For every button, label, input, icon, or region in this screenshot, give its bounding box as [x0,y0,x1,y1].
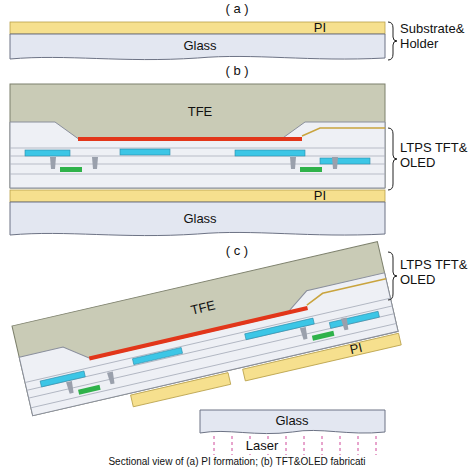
laser-label: Laser [243,439,282,454]
bracket-label: LTPS TFT& OLED [400,141,468,171]
layer-name: Glass [275,414,308,429]
glass-label: Glass [183,212,216,227]
layer-name: TFE [188,105,213,120]
bracket-label: LTPS TFT& OLED [400,258,468,288]
laser-beam [232,436,233,455]
laser-beam [358,436,359,455]
brace [388,252,397,300]
glass-holder [200,410,385,434]
pi-layer-label: PI [314,21,326,36]
brace [388,22,397,60]
layer-name: Glass [183,39,216,54]
panel-label: ( b ) [225,64,248,79]
layer-name: PI [314,21,326,36]
laser-beam [286,436,287,455]
tft-oled-stack [12,242,401,430]
layer-name: Glass [183,212,216,227]
laser-beam [304,436,305,455]
glass-label: Glass [275,414,308,429]
tft-oled-stack [10,84,385,202]
laser-beam [322,436,323,455]
glass-label: Glass [183,39,216,54]
pi-layer [10,190,385,202]
panel-label: ( a ) [225,2,248,17]
figure-caption: Sectional view of (a) PI formation; (b) … [108,456,365,468]
brace [388,128,397,190]
laser-beam [340,436,341,455]
pi-layer [243,333,402,381]
glass-holder [10,34,385,60]
pi-layer [10,22,385,34]
tfe-label: TFE [188,105,213,120]
panel-label: ( c ) [226,244,248,259]
bracket-label: Substrate& Holder [400,22,468,52]
glass-holder [10,202,385,236]
laser-beam [376,436,377,455]
pi-layer [131,373,231,407]
pi-layer-label: PI [314,189,326,204]
laser-beam [214,436,215,455]
layer-name: PI [314,189,326,204]
